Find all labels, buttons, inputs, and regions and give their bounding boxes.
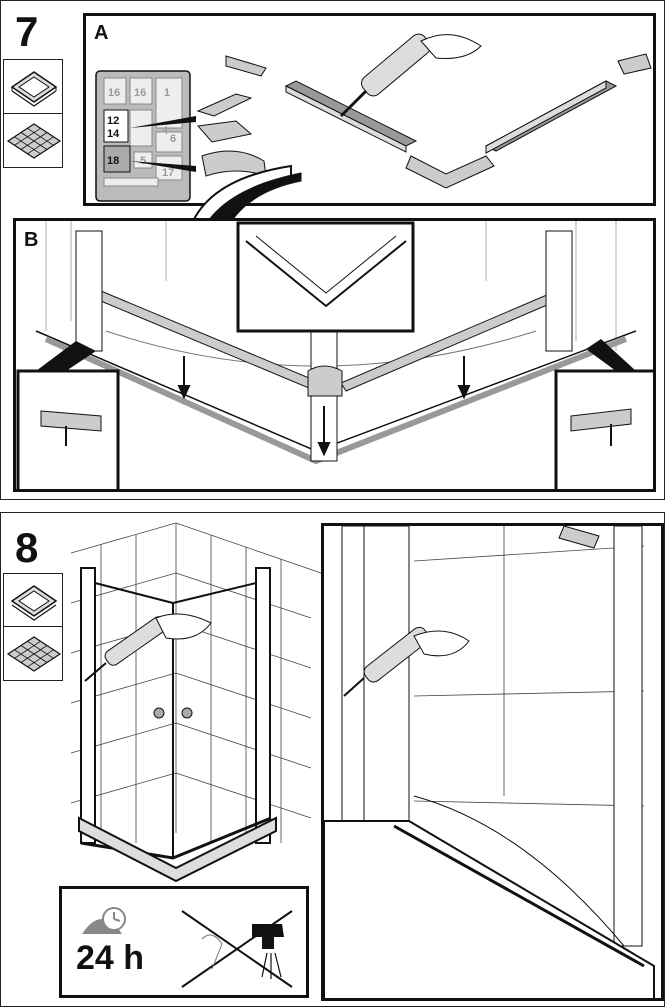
- part-number-label: 16: [134, 87, 146, 99]
- shower-tray-icon: [10, 585, 58, 621]
- subfigure-b-label: B: [24, 229, 39, 251]
- shower-tray-option: [3, 59, 63, 114]
- step-number: 7: [15, 8, 39, 55]
- subfigure-a-label: A: [94, 22, 109, 44]
- shower-tray-icon: [10, 71, 58, 107]
- sealing-detail-illustration: [324, 526, 655, 998]
- step-8-panel: 8: [0, 512, 665, 1007]
- step-8-detail-frame: [321, 523, 664, 1001]
- clock-icon: [82, 907, 126, 934]
- part-number-label: 1: [164, 87, 170, 99]
- tiled-floor-icon: [6, 123, 62, 159]
- silicone-gun: [339, 33, 482, 118]
- step-number: 8: [15, 524, 39, 571]
- part-number-label: 14: [107, 128, 120, 140]
- part-number-label: 12: [107, 115, 119, 127]
- step-7-panel: 7 A: [0, 0, 665, 500]
- step-7b-frame: B: [13, 218, 656, 492]
- shower-enclosure-illustration: [70, 522, 322, 883]
- tiled-floor-option: [3, 626, 63, 681]
- tiled-floor-option: [3, 113, 63, 168]
- part-number-label: 18: [107, 155, 119, 167]
- step-7a-illustration: 16 16 1 12 14 4 6 18 5 17: [95, 33, 652, 202]
- shower-tray-option: [3, 573, 63, 628]
- cure-time-box: 24 h: [59, 886, 309, 998]
- part-number-label: 17: [162, 167, 174, 179]
- no-water-icon: [181, 910, 293, 988]
- silicone-gun: [84, 613, 212, 682]
- part-number-label: 16: [108, 87, 120, 99]
- silicone-gun: [343, 626, 470, 697]
- part-number-label: 5: [140, 155, 146, 167]
- step-7a-frame: A 16 16 1 12 14 4 6 18: [83, 13, 656, 206]
- cure-time-label: 24 h: [76, 939, 145, 977]
- part-number-label: 6: [170, 133, 176, 145]
- step-7b-illustration: [16, 221, 653, 489]
- tiled-floor-icon: [6, 636, 62, 672]
- part-number-label: 4: [162, 125, 169, 137]
